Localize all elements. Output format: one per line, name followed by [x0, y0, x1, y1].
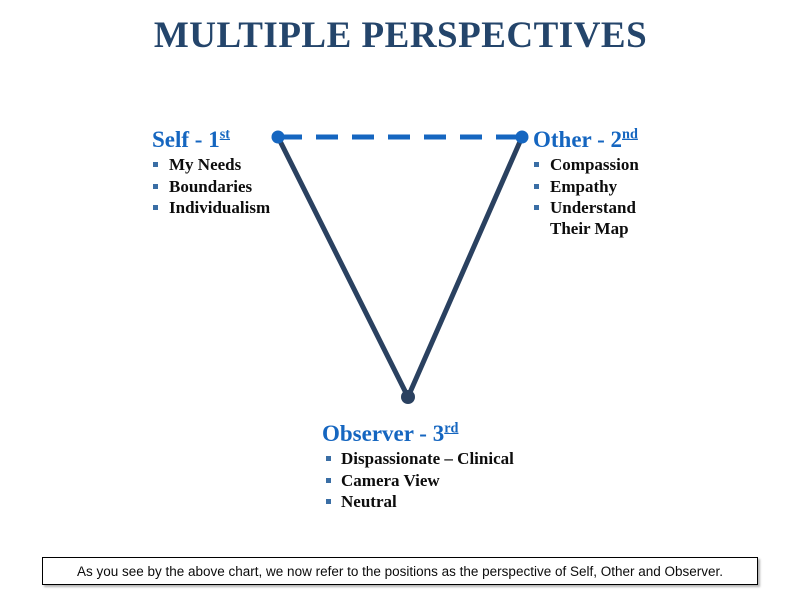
page-title: MULTIPLE PERSPECTIVES	[153, 15, 648, 56]
other-bullet-list: Compassion Empathy Understand Their Map	[533, 154, 639, 240]
list-item-label: Dispassionate – Clinical	[341, 449, 514, 469]
other-heading-label: Other - 2	[533, 127, 623, 152]
list-item: Individualism	[152, 197, 270, 218]
other-heading-ordinal: nd	[622, 126, 638, 143]
self-heading: Self - 1st	[152, 126, 270, 152]
node-group-other: Other - 2nd Compassion Empathy Understan…	[533, 126, 639, 240]
self-heading-label: Self - 1	[152, 127, 220, 152]
observer-heading: Observer - 3rd	[322, 420, 514, 446]
list-item: Compassion	[533, 154, 639, 175]
list-item: Neutral	[322, 491, 514, 512]
edge-other-to-observer	[405, 134, 525, 400]
square-bullet-icon	[153, 183, 158, 189]
node-group-self: Self - 1st My Needs Boundaries Individua…	[152, 126, 270, 218]
list-item: Boundaries	[152, 176, 270, 197]
square-bullet-icon	[534, 204, 539, 210]
list-item-label: Compassion	[550, 155, 639, 175]
observer-node-dot	[401, 390, 415, 404]
list-item: Empathy	[533, 176, 639, 197]
list-item-label: Boundaries	[169, 176, 253, 196]
list-item-label: Understand	[550, 197, 636, 217]
list-item: Dispassionate – Clinical	[322, 448, 514, 469]
self-bullet-list: My Needs Boundaries Individualism	[152, 154, 270, 218]
list-item-label-continuation: Their Map	[550, 219, 629, 239]
other-heading: Other - 2nd	[533, 126, 639, 152]
list-item-label: Neutral	[341, 491, 397, 511]
self-node-dot	[271, 130, 285, 144]
self-heading-ordinal: st	[219, 126, 231, 143]
list-item: Understand Their Map	[533, 197, 639, 240]
caption-box: As you see by the above chart, we now re…	[42, 557, 758, 585]
square-bullet-icon	[326, 498, 331, 504]
square-bullet-icon	[153, 162, 158, 168]
list-item-label: Individualism	[169, 197, 271, 217]
list-item-label: Empathy	[550, 176, 618, 196]
observer-heading-label: Observer - 3	[322, 421, 445, 446]
other-node-dot	[515, 130, 529, 144]
list-item-label: My Needs	[169, 155, 242, 175]
square-bullet-icon	[326, 477, 331, 483]
list-item: Camera View	[322, 470, 514, 491]
caption-text: As you see by the above chart, we now re…	[76, 563, 724, 579]
list-item-label: Camera View	[341, 470, 440, 490]
square-bullet-icon	[534, 183, 539, 189]
square-bullet-icon	[326, 456, 331, 462]
edge-self-to-observer	[275, 134, 411, 400]
observer-bullet-list: Dispassionate – Clinical Camera View Neu…	[322, 448, 514, 512]
square-bullet-icon	[534, 162, 539, 168]
observer-heading-ordinal: rd	[444, 420, 459, 437]
list-item: My Needs	[152, 154, 270, 175]
square-bullet-icon	[153, 204, 158, 210]
node-group-observer: Observer - 3rd Dispassionate – Clinical …	[322, 420, 514, 512]
